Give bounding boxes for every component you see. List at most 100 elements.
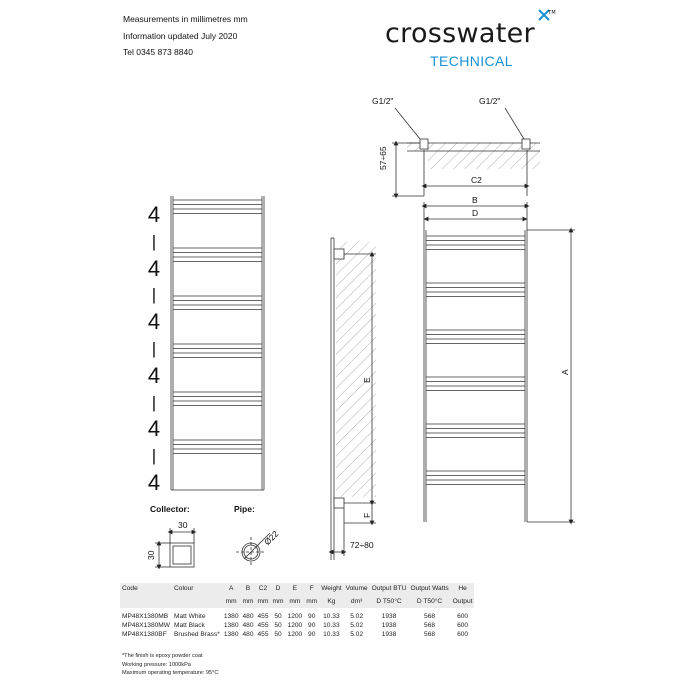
table-cell: 1938 <box>381 622 397 629</box>
table-cell: 50 <box>274 613 282 620</box>
table-cell: 1938 <box>381 613 397 620</box>
dim-c2-label: C2 <box>471 175 482 185</box>
table-cell: Weight <box>319 583 344 594</box>
table-cell: 600 <box>457 631 469 638</box>
wall-gap-label: 57÷65 <box>378 146 388 170</box>
table-cell: Code <box>120 583 173 594</box>
table-cell: dm³ <box>343 594 370 608</box>
collector-title: Collector: <box>150 504 190 514</box>
brand-subtitle: TECHNICAL <box>430 53 513 69</box>
front-view-label: | <box>151 446 157 466</box>
table-cell: Kg <box>319 594 344 608</box>
updated-note: Information updated July 2020 <box>123 31 238 41</box>
table-cell <box>221 608 241 612</box>
front-view-label: | <box>151 285 157 305</box>
table-cell: mm <box>221 594 241 608</box>
depth-label: 72÷80 <box>350 540 374 550</box>
front-view-label: | <box>151 392 157 412</box>
table-cell <box>240 608 256 612</box>
table-cell: 90 <box>308 613 316 620</box>
brand-x-mark-icon <box>538 9 550 21</box>
front-view-label: | <box>151 339 157 358</box>
front-view-label: 4 <box>147 309 161 335</box>
table-cell: 568 <box>424 622 436 629</box>
table-cell <box>120 594 173 608</box>
table-cell: Output <box>450 594 475 608</box>
table-cell: 90 <box>308 631 316 638</box>
table-cell: 1200 <box>287 631 303 638</box>
table-cell: 455 <box>257 613 269 620</box>
table-cell: mm <box>255 594 271 608</box>
table-cell: 50 <box>274 622 282 629</box>
table-cell: Matt Black <box>174 622 205 629</box>
notes: *The finish is epoxy powder coat Working… <box>122 652 218 678</box>
front-view-label: 4 <box>147 470 161 495</box>
table-cell: mm <box>285 594 305 608</box>
table-cell: 10.33 <box>323 622 340 629</box>
brand-logo: crosswater TM <box>385 9 556 49</box>
table-cell: A <box>221 583 241 594</box>
dim-f-label: F <box>362 512 372 518</box>
front-view <box>170 196 265 491</box>
side-view <box>328 237 376 560</box>
table-cell: B <box>240 583 256 594</box>
table-cell: D T50°C <box>369 594 409 608</box>
table-cell: 600 <box>457 622 469 629</box>
table-cell: F <box>304 583 320 594</box>
table-cell: 480 <box>242 622 254 629</box>
table-cell: Volume <box>343 583 370 594</box>
connection-left-label: G1/2" <box>372 96 394 106</box>
table-cell <box>255 608 271 612</box>
table-cell <box>304 608 320 612</box>
table-cell: 50 <box>274 631 282 638</box>
note-pressure: Working pressure: 1000kPa <box>122 661 191 668</box>
top-view <box>392 107 540 199</box>
front-view-label: 4 <box>147 362 161 388</box>
table-cell <box>450 608 475 612</box>
table-cell: 5.02 <box>350 622 364 629</box>
table-cell: D <box>270 583 286 594</box>
table-cell: Output BTU <box>369 583 409 594</box>
table-cell: 10.33 <box>323 631 340 638</box>
table-cell: 1200 <box>287 613 303 620</box>
table-cell: Brushed Brass* <box>174 631 220 638</box>
pipe-title: Pipe: <box>234 504 255 514</box>
front-view-label: 4 <box>147 416 161 442</box>
trademark-mark: TM <box>548 10 556 16</box>
table-cell: 568 <box>424 613 436 620</box>
brand-name: crosswater <box>385 18 535 49</box>
collector-height: 30 <box>146 550 156 560</box>
phone-number: Tel 0345 873 8840 <box>123 47 193 57</box>
elevation-view <box>421 202 575 525</box>
table-cell: 1380 <box>223 622 239 629</box>
note-temperature: Maximum operating temperature: 95°C <box>122 670 219 677</box>
units-note: Measurements in millimetres mm <box>123 14 248 24</box>
table-cell: 600 <box>457 613 469 620</box>
table-cell: C2 <box>255 583 271 594</box>
table-cell: MP48X1380MW <box>122 622 171 629</box>
table-cell: D T50°C <box>408 594 451 608</box>
table-cell: E <box>285 583 305 594</box>
table-cell: 455 <box>257 622 269 629</box>
table-cell: Matt White <box>174 613 206 620</box>
table-cell: mm <box>304 594 320 608</box>
dim-a-label: A <box>560 369 570 375</box>
note-finish: *The finish is epoxy powder coat <box>122 653 203 659</box>
table-cell: 1380 <box>223 631 239 638</box>
front-view-label: 4 <box>147 202 161 227</box>
table-cell: 1380 <box>223 613 239 620</box>
table-cell: 5.02 <box>350 613 364 620</box>
table-cell: Colour <box>172 583 222 594</box>
table-cell <box>285 608 305 612</box>
table-cell: mm <box>240 594 256 608</box>
front-view-label: | <box>151 231 157 251</box>
collector-width: 30 <box>178 520 188 530</box>
table-cell <box>172 594 222 608</box>
connection-right-label: G1/2" <box>479 96 501 106</box>
table-cell: MP48X1380BF <box>122 631 167 638</box>
table-cell: mm <box>270 594 286 608</box>
